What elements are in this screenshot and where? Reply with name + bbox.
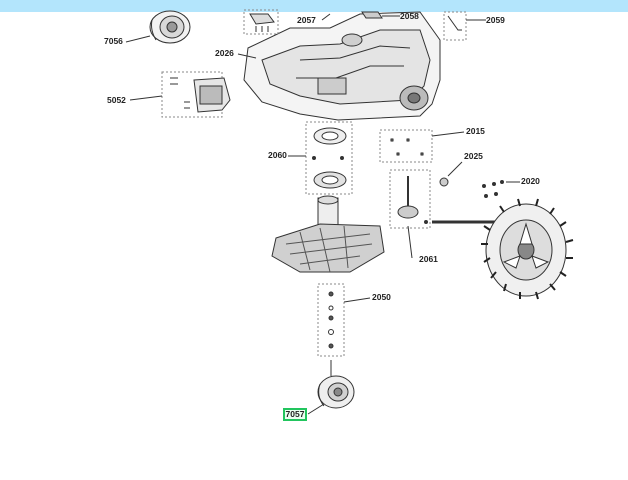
label-7056: 7056 (104, 36, 123, 46)
label-2025: 2025 (464, 151, 483, 161)
label-2061: 2061 (419, 254, 438, 264)
part-2061-drawing (389, 169, 500, 259)
rear-wheel-drawing (481, 198, 574, 300)
label-2015: 2015 (466, 126, 485, 136)
label-2020: 2020 (521, 176, 540, 186)
part-2026-drawing (237, 11, 441, 121)
part-5052-drawing (129, 71, 231, 118)
cutting-disc-drawing (271, 195, 385, 273)
label-2060: 2060 (268, 150, 287, 160)
part-7057-drawing (307, 360, 355, 415)
highlighted-part-7057-label[interactable]: 7057 (283, 408, 307, 421)
label-5052: 5052 (107, 95, 126, 105)
label-2026: 2026 (215, 48, 234, 58)
part-2060-drawing (288, 121, 353, 195)
part-2020-drawing (482, 180, 520, 198)
top-banner (0, 0, 628, 12)
label-2059: 2059 (486, 15, 505, 25)
part-7056-drawing (125, 10, 191, 44)
highlighted-part-label-text: 7057 (285, 409, 305, 419)
label-2057: 2057 (297, 15, 316, 25)
part-2050-drawing (317, 283, 371, 357)
part-2015-drawing (379, 129, 465, 163)
part-2025-drawing (439, 161, 463, 187)
top-small-parts (243, 9, 486, 41)
label-2058: 2058 (400, 11, 419, 21)
label-2050: 2050 (372, 292, 391, 302)
